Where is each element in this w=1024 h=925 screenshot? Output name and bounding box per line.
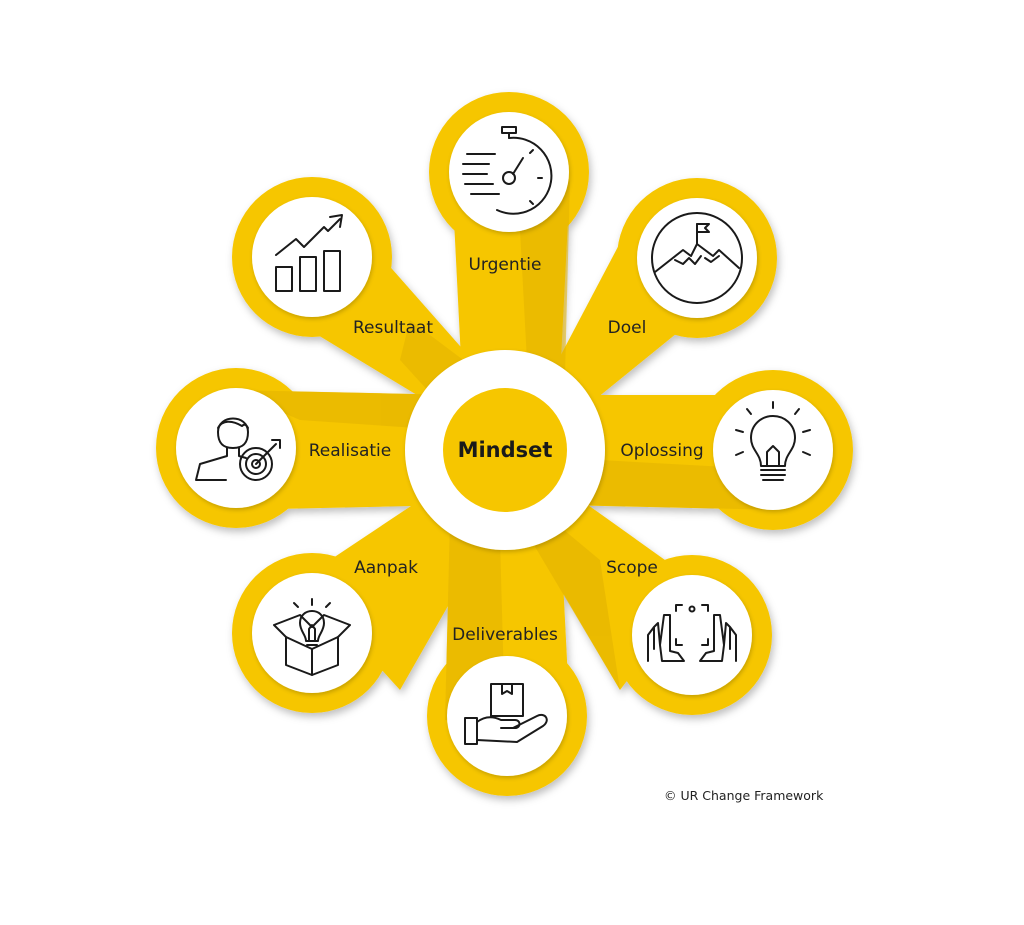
petal-labels: Urgentie Doel Oplossing Scope Deliverabl… bbox=[309, 255, 704, 645]
lightbulb-icon bbox=[735, 401, 811, 481]
center-disc bbox=[443, 388, 567, 512]
icon-circle-oplossing bbox=[713, 390, 833, 510]
mountain-flag-icon bbox=[651, 212, 743, 304]
box-lightbulb-icon bbox=[273, 598, 351, 676]
shade-realisatie bbox=[230, 390, 460, 430]
label-aanpak: Aanpak bbox=[354, 558, 418, 578]
label-oplossing: Oplossing bbox=[620, 441, 703, 461]
center-hub: Mindset bbox=[405, 350, 605, 550]
hand-package-icon bbox=[464, 683, 548, 745]
copyright-credit: © UR Change Framework bbox=[664, 788, 824, 803]
label-urgentie: Urgentie bbox=[468, 255, 541, 275]
label-resultaat: Resultaat bbox=[353, 318, 433, 338]
label-scope: Scope bbox=[606, 558, 658, 578]
label-realisatie: Realisatie bbox=[309, 441, 392, 461]
stopwatch-icon bbox=[462, 126, 553, 215]
person-target-icon bbox=[195, 417, 281, 481]
center-label: Mindset bbox=[458, 438, 553, 462]
label-doel: Doel bbox=[608, 318, 647, 338]
icon-circle-doel bbox=[637, 198, 757, 318]
icon-circle-aanpak bbox=[252, 573, 372, 693]
icon-circle-scope bbox=[632, 575, 752, 695]
growth-chart-icon bbox=[275, 214, 343, 292]
label-deliverables: Deliverables bbox=[452, 625, 558, 645]
shade-scope bbox=[525, 510, 620, 690]
shade-urgentie bbox=[520, 180, 570, 380]
hands-framing-icon bbox=[647, 604, 737, 662]
